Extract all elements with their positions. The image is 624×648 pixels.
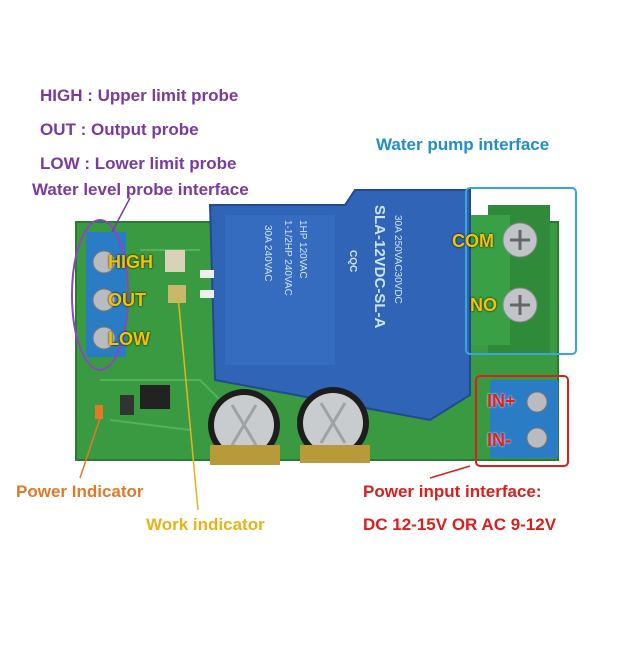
- relay-cert: CQC: [347, 250, 358, 272]
- legend-out: OUT : Output probe: [40, 120, 199, 139]
- pin-no-label: NO: [470, 295, 497, 315]
- pin-low-label: LOW: [108, 329, 150, 349]
- pin-high-label: HIGH: [108, 252, 153, 272]
- relay-rating1-group: 30A 250VAC30VDC: [392, 215, 403, 304]
- probe-terminal-block: [86, 232, 126, 357]
- pump-terminal-block: [470, 205, 550, 355]
- relay-rating3: 1-1/2HP 240VAC: [282, 220, 293, 296]
- power-terminal-block: [490, 380, 558, 458]
- relay-rating2: 1HP 120VAC: [297, 220, 308, 279]
- relay-model: SLA-12VDC-SL-A: [371, 205, 388, 329]
- pin-in-minus-label: IN-: [487, 430, 511, 450]
- relay-rating3-group: 1-1/2HP 240VAC: [282, 220, 293, 296]
- legend-low: LOW : Lower limit probe: [40, 154, 237, 173]
- power-input-line1: Power input interface:: [363, 482, 542, 501]
- pin-out-label: OUT: [108, 290, 146, 310]
- relay-rating1: 30A 250VAC30VDC: [392, 215, 403, 304]
- relay-model-text: SLA-12VDC-SL-A: [371, 205, 388, 329]
- legend-high: HIGH : Upper limit probe: [40, 86, 239, 105]
- legend-probe-interface: Water level probe interface: [32, 180, 249, 199]
- relay-rating4: 30A 240VAC: [262, 225, 273, 282]
- power-input-line2: DC 12-15V OR AC 9-12V: [363, 515, 557, 534]
- work-indicator-label: Work indicator: [146, 515, 265, 534]
- relay-rating4-group: 30A 240VAC: [262, 225, 273, 282]
- power-callout-box: [475, 375, 569, 467]
- pin-com-label: COM: [452, 231, 494, 251]
- pin-in-plus-label: IN+: [487, 391, 516, 411]
- capacitors: [208, 387, 370, 465]
- pump-callout-box: [465, 187, 577, 355]
- pump-interface-label: Water pump interface: [376, 135, 550, 154]
- relay: [208, 189, 471, 422]
- relay-cert-group: CQC: [347, 250, 358, 272]
- power-indicator-label: Power Indicator: [16, 482, 144, 501]
- relay-rating2-group: 1HP 120VAC: [297, 220, 308, 279]
